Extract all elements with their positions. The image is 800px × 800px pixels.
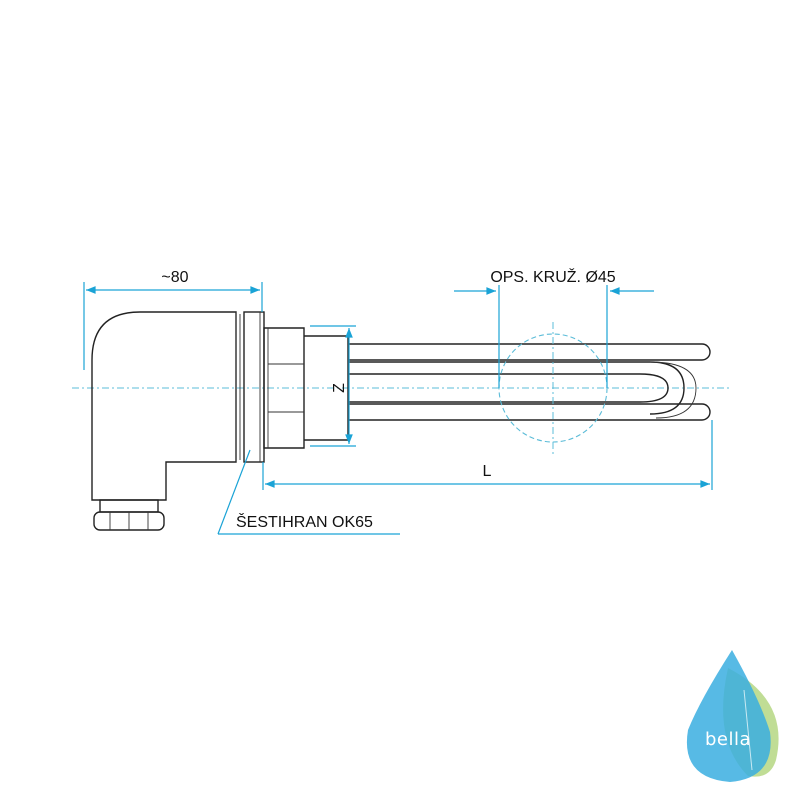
heating-elements <box>348 343 711 421</box>
terminal-box <box>91 311 265 501</box>
dim-length-label: L <box>483 463 492 480</box>
dim-length: L <box>262 420 713 490</box>
dim-circle-label: OPS. KRUŽ. Ø45 <box>490 267 615 286</box>
water-drop-icon <box>686 650 771 782</box>
dim-width-label: ~80 <box>161 269 188 286</box>
thread-callout: ŠESTIHRAN OK65 <box>217 449 400 535</box>
dim-z: Z <box>310 325 356 447</box>
cable-gland <box>93 499 165 531</box>
dim-circle: OPS. KRUŽ. Ø45 <box>454 267 654 388</box>
logo-text: bella <box>705 729 751 750</box>
bella-logo: bella <box>686 650 779 782</box>
dim-width: ~80 <box>83 269 263 370</box>
thread-callout-label: ŠESTIHRAN OK65 <box>236 512 373 531</box>
dim-z-label: Z <box>331 383 348 393</box>
